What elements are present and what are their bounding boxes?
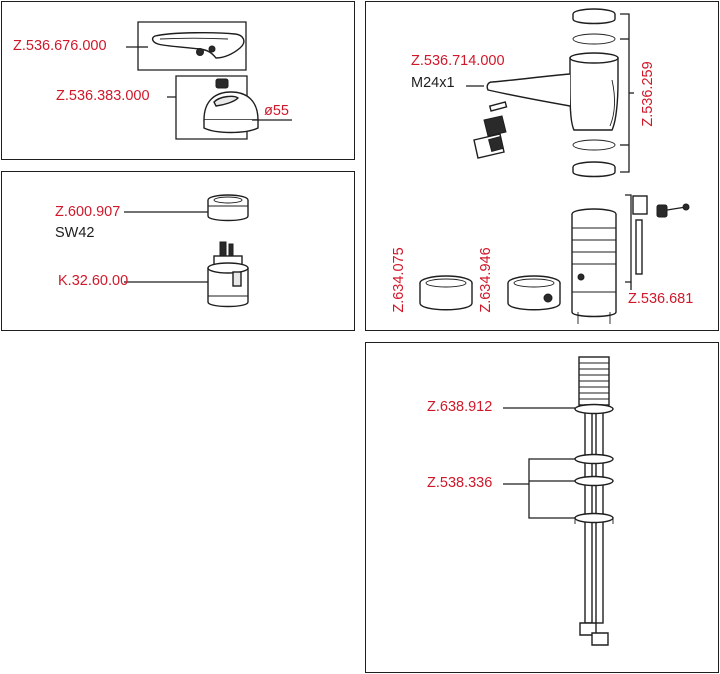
faucet-body xyxy=(486,52,619,131)
panel-hoses: Z.638.912 Z.538.336 xyxy=(365,342,719,673)
cartridge-part xyxy=(207,241,249,308)
cap-diameter-label: ø55 xyxy=(264,103,289,119)
ring-b xyxy=(507,275,561,311)
lever-cap-drawing xyxy=(126,21,292,140)
hoses xyxy=(579,404,609,646)
washer-set-code-label: Z.538.336 xyxy=(427,475,493,491)
ring-a-code-label: Z.634.075 xyxy=(391,247,407,313)
nut-part xyxy=(207,194,249,222)
washers xyxy=(574,403,614,524)
ring-a xyxy=(419,275,473,311)
cap-part xyxy=(203,78,259,134)
threaded-shank xyxy=(578,356,610,406)
aerator-parts xyxy=(473,101,508,159)
bottom-rings xyxy=(572,139,616,178)
cartridge-code-label: K.32.60.00 xyxy=(58,273,129,289)
lever-part xyxy=(151,31,245,59)
small-parts-set xyxy=(625,194,690,290)
top-rings xyxy=(572,8,616,45)
washer-code-label: Z.638.912 xyxy=(427,399,493,415)
nut-size-label: SW42 xyxy=(55,225,95,241)
cap-code-label: Z.536.383.000 xyxy=(56,88,150,104)
hoses-drawing xyxy=(503,356,614,646)
valve-body xyxy=(571,208,617,324)
panel-lever-cap: Z.536.676.000 Z.536.383.000 ø55 xyxy=(1,1,355,160)
aerator-code-label: Z.536.714.000 xyxy=(411,53,505,69)
nut-code-label: Z.600.907 xyxy=(55,204,121,220)
aerator-thread-label: M24x1 xyxy=(411,75,455,91)
panel-body-parts: Z.536.714.000 M24x1 Z.536.259 Z.634.075 … xyxy=(365,1,719,331)
body-code-label: Z.536.259 xyxy=(640,61,656,127)
set-code-label: Z.536.681 xyxy=(628,291,694,307)
panel-nut-cartridge: Z.600.907 SW42 K.32.60.00 xyxy=(1,171,355,331)
ring-b-code-label: Z.634.946 xyxy=(478,247,494,313)
body-parts-drawing xyxy=(419,8,690,324)
nut-cartridge-drawing xyxy=(124,194,249,308)
lever-code-label: Z.536.676.000 xyxy=(13,38,107,54)
